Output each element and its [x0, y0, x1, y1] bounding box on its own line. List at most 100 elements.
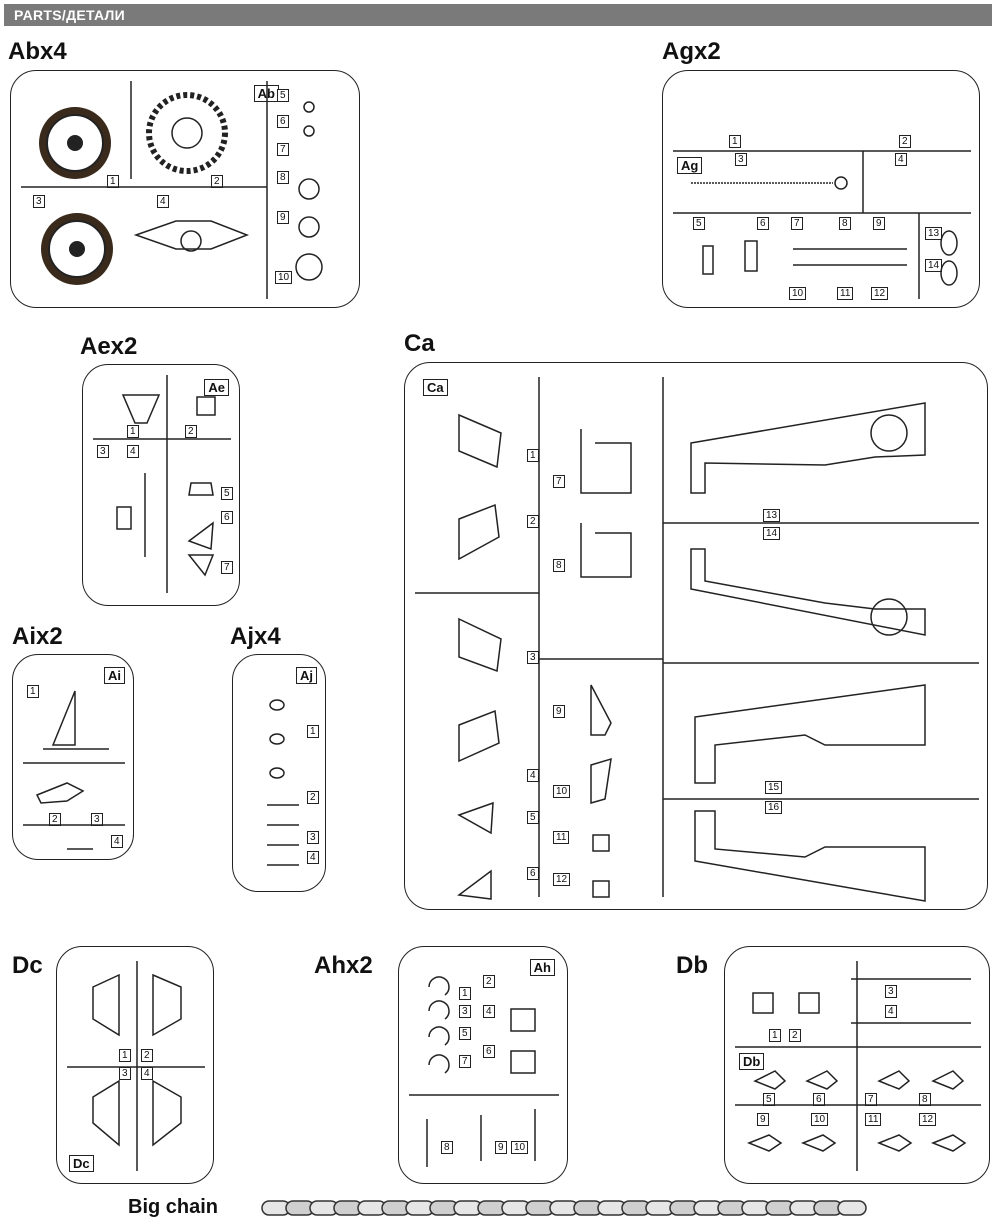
sprue-ah-drawing — [409, 976, 559, 1167]
part-number: 7 — [277, 143, 289, 156]
small-part — [303, 101, 315, 113]
ring-part — [269, 767, 285, 779]
chain-link — [261, 1200, 291, 1216]
chain-link — [765, 1200, 795, 1216]
part-number: 4 — [307, 851, 319, 864]
sprue-ae-title: Aex2 — [80, 333, 138, 360]
chain-link — [789, 1200, 819, 1216]
part-number: 6 — [221, 511, 233, 524]
sprue-aj-title: Ajx4 — [230, 623, 281, 650]
part-number: 5 — [693, 217, 705, 230]
sprue-dc-title: Dc — [12, 952, 43, 979]
small-part — [592, 880, 610, 898]
small-part — [592, 834, 610, 852]
part-number: 1 — [459, 987, 471, 1000]
sprue-ab-title: Abx4 — [8, 38, 67, 65]
small-part — [196, 396, 216, 416]
panel-part — [458, 709, 500, 763]
part-number: 8 — [441, 1141, 453, 1154]
sprue-ai-frame: Ai 1 2 3 4 — [12, 654, 134, 860]
ring-part — [269, 699, 285, 711]
sprue-ah-title: Ahx2 — [314, 952, 373, 979]
chain-link — [525, 1200, 555, 1216]
part-number: 1 — [119, 1049, 131, 1062]
sprue-dc-drawing — [67, 961, 205, 1171]
part-number: 11 — [553, 831, 570, 844]
part-number: 9 — [553, 705, 565, 718]
chain-link — [573, 1200, 603, 1216]
panel-part — [590, 684, 612, 736]
part-number: 2 — [899, 135, 911, 148]
sprue-ab-frame: Ab 1 2 3 4 5 6 7 8 9 10 — [10, 70, 360, 308]
chain-link — [381, 1200, 411, 1216]
sprue-ah-tag: Ah — [529, 959, 555, 976]
panel-part — [590, 757, 612, 804]
part-number: 8 — [839, 217, 851, 230]
sprue-ah-frame: Ah 1 2 3 4 5 6 7 8 9 10 — [398, 946, 568, 1184]
header-title: PARTS/ДЕТАЛИ — [14, 7, 126, 23]
part-number: 13 — [763, 509, 781, 522]
part-number: 3 — [459, 1005, 471, 1018]
plate-part — [152, 1079, 182, 1147]
part-number: 8 — [277, 171, 289, 184]
part-number: 4 — [111, 835, 123, 848]
sprue-ag-tag: Ag — [677, 157, 703, 174]
rail-part — [580, 429, 632, 494]
part-number: 5 — [459, 1027, 471, 1040]
panel-part — [458, 503, 500, 561]
chain-link — [429, 1200, 459, 1216]
part-number: 7 — [459, 1055, 471, 1068]
part-number: 14 — [925, 259, 943, 272]
antenna-tip-part — [834, 176, 848, 190]
hull-plate-part — [694, 810, 926, 902]
part-number: 10 — [789, 287, 807, 300]
part-number: 5 — [277, 89, 289, 102]
part-number: 5 — [527, 811, 539, 824]
sprue-ca-drawing — [415, 377, 979, 902]
sprue-ag-drawing — [673, 150, 971, 299]
chain-link — [477, 1200, 507, 1216]
part-number: 9 — [277, 211, 289, 224]
small-part — [298, 178, 320, 200]
small-part — [303, 125, 315, 137]
sprue-ca-title: Ca — [404, 330, 435, 357]
sprue-dc-frame: Dc 1 2 3 4 — [56, 946, 214, 1184]
part-number: 4 — [885, 1005, 897, 1018]
plate-part — [92, 973, 120, 1037]
big-chain-label: Big chain — [128, 1196, 219, 1218]
hull-plate-part — [694, 684, 926, 784]
hook-part — [428, 1026, 450, 1046]
plate-part — [152, 973, 182, 1037]
sprue-db-drawing — [735, 961, 981, 1171]
part-number: 1 — [729, 135, 741, 148]
ring-part — [269, 733, 285, 745]
part-number: 5 — [221, 487, 233, 500]
sprue-ai-tag: Ai — [104, 667, 125, 684]
chain-link — [645, 1200, 675, 1216]
wheel-part — [146, 92, 228, 174]
sprue-ai-title: Aix2 — [12, 623, 63, 650]
part-number: 15 — [765, 781, 783, 794]
part-number: 9 — [757, 1113, 769, 1126]
part-number: 2 — [527, 515, 539, 528]
part-number: 4 — [127, 445, 139, 458]
bracket-part — [121, 394, 161, 424]
part-number: 2 — [307, 791, 319, 804]
part-number: 3 — [885, 985, 897, 998]
bracket-part — [51, 690, 76, 746]
wheel-part — [39, 107, 111, 179]
hook-part — [428, 976, 450, 996]
chain-link — [669, 1200, 699, 1216]
part-number: 4 — [527, 769, 539, 782]
chain-link — [285, 1200, 315, 1216]
part-number: 12 — [871, 287, 889, 300]
part-number: 14 — [763, 527, 781, 540]
part-number: 10 — [275, 271, 293, 284]
part-number: 1 — [769, 1029, 781, 1042]
small-part — [295, 253, 323, 281]
small-part — [702, 245, 714, 275]
part-number: 6 — [277, 115, 289, 128]
sprue-ca-frame: Ca 1 2 3 4 5 6 7 8 9 10 11 12 13 14 15 1… — [404, 362, 988, 910]
part-number: 3 — [735, 153, 747, 166]
header-bar: PARTS/ДЕТАЛИ — [4, 4, 992, 26]
